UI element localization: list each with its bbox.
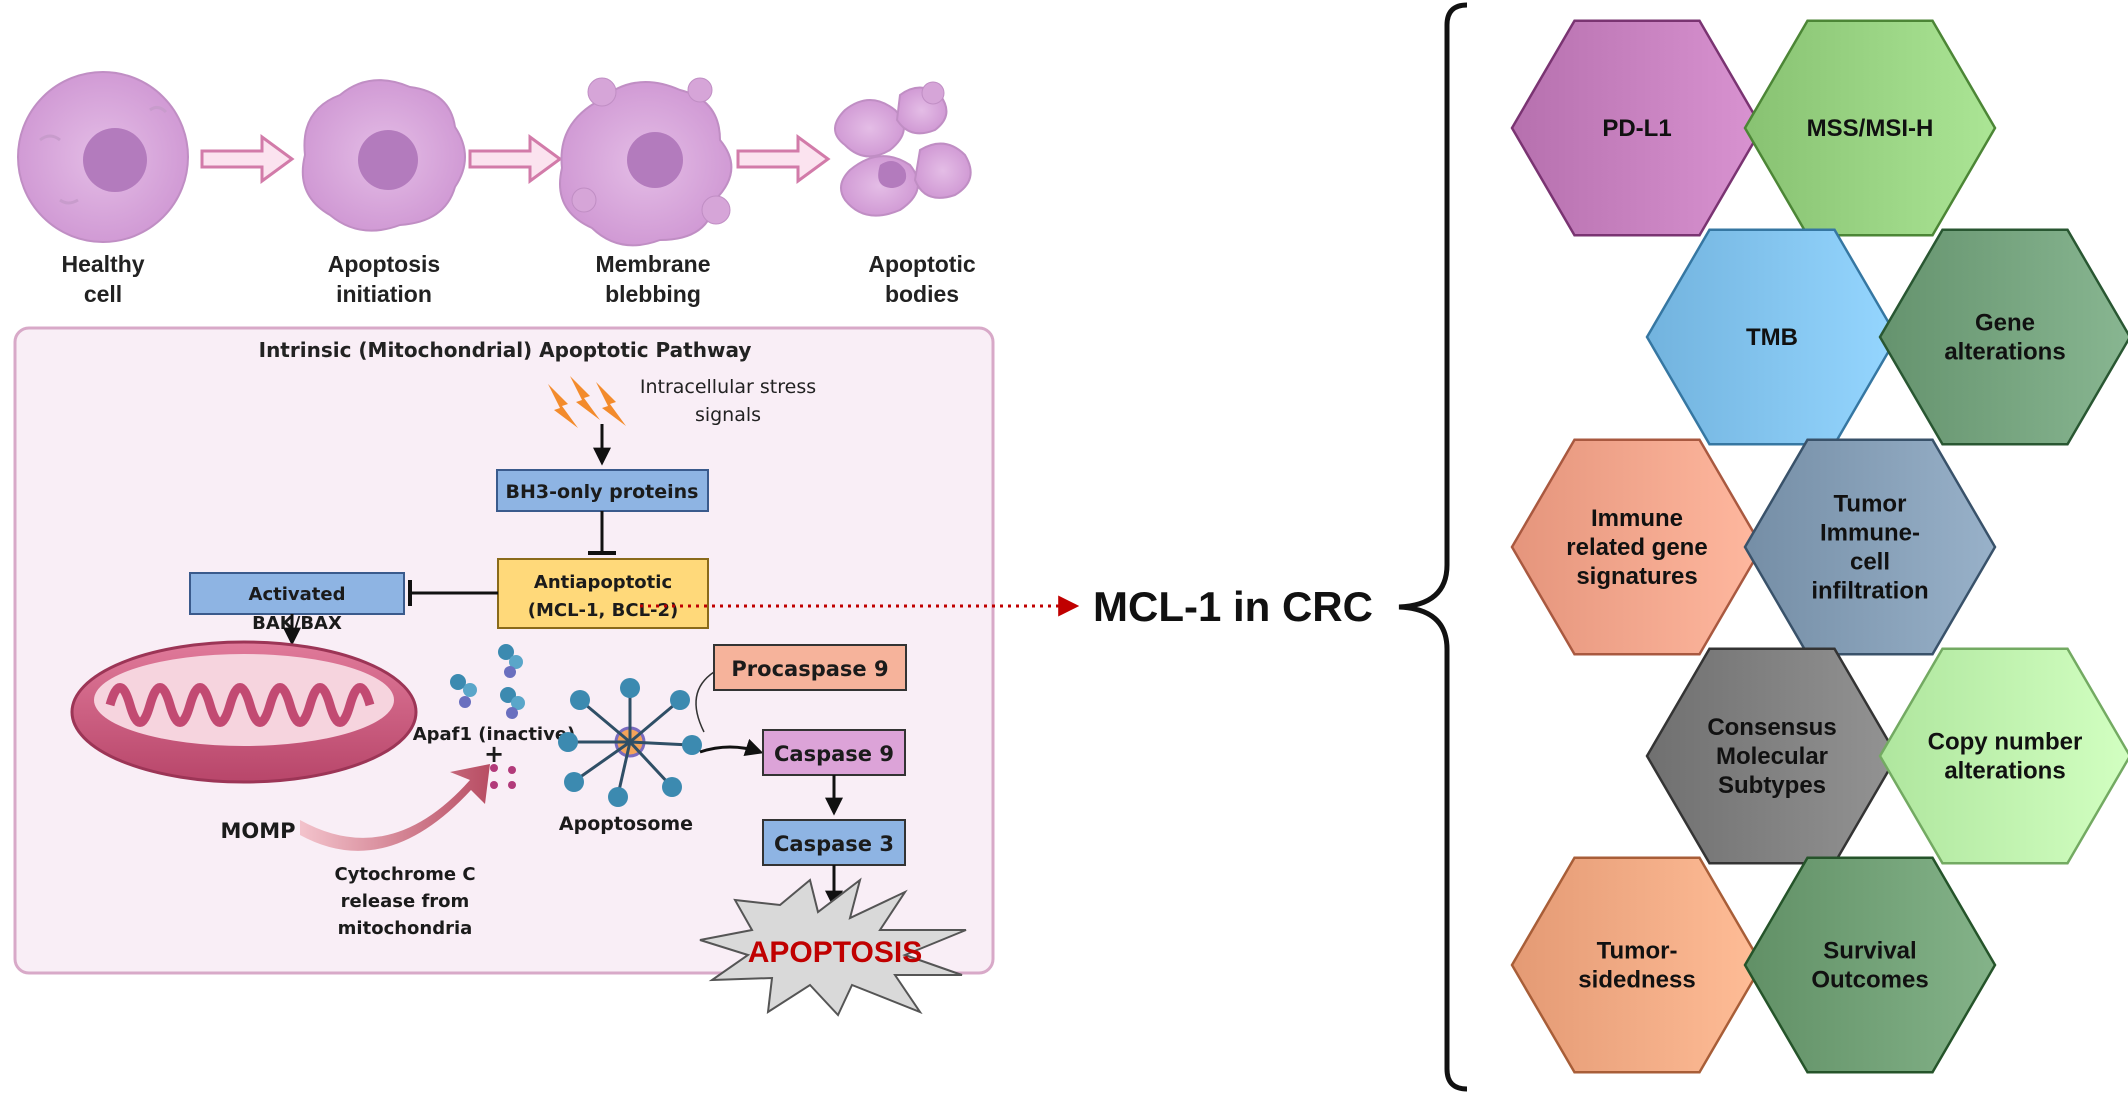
stage-label-line2: blebbing [605, 281, 701, 307]
apaf1-label: Apaf1 (inactive) [413, 724, 576, 745]
hexagon-label: cell [1850, 549, 1890, 576]
bh3-label: BH3-only proteins [506, 481, 699, 503]
center-label: MCL-1 in CRC [1093, 583, 1373, 630]
hexagon [1510, 438, 1764, 656]
hexagon [1743, 856, 1997, 1074]
bakbax-box [189, 572, 405, 615]
stress-label-line2: signals [695, 404, 761, 426]
stage-membrane-blebbing-icon [559, 77, 733, 247]
hexagon-label: signatures [1576, 563, 1697, 590]
caspase3-box [762, 819, 906, 866]
stage-label-line1: Membrane [595, 251, 710, 277]
bakbax-label-line2: BAK/BAX [252, 613, 342, 634]
stage-healthy-cell-icon [17, 71, 189, 243]
hexagon [1510, 19, 1764, 237]
stage-arrow-icon [736, 134, 831, 184]
stage-label-line2: bodies [885, 281, 959, 307]
stage-label-line1: Apoptotic [868, 251, 976, 277]
hexagon-label: Copy number [1928, 729, 2083, 756]
plus-sign: + [484, 740, 504, 768]
hexagon-label: Survival [1823, 938, 1916, 965]
procaspase9-box [713, 644, 907, 691]
cytochrome-label-line2: release from [341, 891, 470, 912]
hexagon-label: related gene [1566, 534, 1707, 561]
hexagon [1878, 647, 2128, 865]
procaspase9-label: Procaspase 9 [731, 657, 888, 681]
momp-label: MOMP [220, 819, 295, 843]
apoptosis-label: APOPTOSIS [748, 936, 923, 969]
curly-brace [1398, 2, 1468, 1092]
hexagon [1878, 228, 2128, 446]
hexagon [1743, 19, 1997, 237]
procaspase-link [695, 671, 715, 733]
hexagon-label: MSS/MSI-H [1807, 115, 1934, 142]
hexagon-label: alterations [1944, 339, 2065, 366]
hexagon-label: Immune [1591, 505, 1683, 532]
apoptosis-burst-icon [699, 877, 967, 1017]
caspase3-label: Caspase 3 [774, 832, 894, 856]
bh3-box [496, 469, 709, 512]
apoptosome-arrow [699, 738, 764, 756]
cytochrome-c-icon [490, 764, 516, 789]
cytochrome-release-arrow [300, 764, 490, 851]
hexagon [1510, 856, 1764, 1074]
stage-label-line2: initiation [336, 281, 432, 307]
hexagon-label: Consensus [1707, 714, 1836, 741]
hexagon-label: alterations [1944, 758, 2065, 785]
hexagon-label: infiltration [1811, 578, 1928, 605]
stage-arrow-icon [468, 134, 563, 184]
hexagon-label: TMB [1746, 324, 1798, 351]
hexagon-label: Immune- [1820, 520, 1920, 547]
mitochondrion-icon [70, 640, 418, 784]
stage-apoptosis-initiation-icon [301, 79, 466, 232]
hexagon-label: Outcomes [1811, 967, 1928, 994]
apoptosome-label: Apoptosome [559, 813, 693, 835]
apoptosome-icon [558, 678, 702, 807]
antiapoptotic-label-line2: (MCL-1, BCL-2) [528, 600, 679, 621]
cytochrome-label-line1: Cytochrome C [334, 864, 475, 885]
apaf1-icon [450, 644, 525, 719]
cytochrome-label-line3: mitochondria [338, 918, 473, 939]
stage-label-line1: Healthy [61, 251, 144, 277]
caspase9-label: Caspase 9 [774, 742, 894, 766]
stage-apoptotic-bodies-icon [834, 81, 972, 217]
hexagon-label: PD-L1 [1602, 115, 1671, 142]
hexagon-label: Gene [1975, 310, 2035, 337]
hexagon-label: Subtypes [1718, 772, 1826, 799]
stage-label-line1: Apoptosis [328, 251, 440, 277]
stage-label-line2: cell [84, 281, 122, 307]
hexagon-label: sidedness [1578, 967, 1695, 994]
hexagon-label: Molecular [1716, 743, 1828, 770]
antiapoptotic-label-line1: Antiapoptotic [534, 572, 672, 593]
stress-label-line1: Intracellular stress [640, 376, 816, 398]
hexagon-label: Tumor [1834, 491, 1907, 518]
pathway-title: Intrinsic (Mitochondrial) Apoptotic Path… [259, 338, 752, 362]
hexagon-label: Tumor- [1597, 938, 1678, 965]
stage-arrow-icon [200, 134, 295, 184]
hexagon [1743, 438, 1997, 656]
bakbax-label-line1: Activated [249, 584, 346, 605]
lightning-icon [548, 376, 626, 428]
